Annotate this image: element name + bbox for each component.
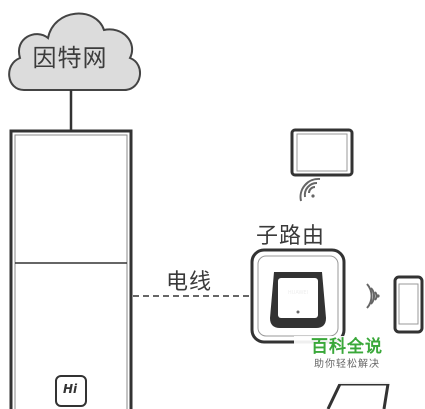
laptop-device bbox=[326, 382, 390, 409]
power-line-label: 电线 bbox=[166, 270, 213, 295]
main-router-logo: Hi bbox=[63, 382, 78, 396]
internet-label: 因特网 bbox=[32, 44, 108, 72]
sub-router bbox=[250, 248, 346, 344]
hi-button-icon bbox=[55, 375, 87, 407]
watermark-title: 百科全说 bbox=[311, 337, 383, 357]
tablet-signal-icon bbox=[299, 177, 321, 202]
sub-router-brand: HUAWEI bbox=[287, 290, 309, 296]
watermark: 百科全说 助你轻松解决 bbox=[294, 336, 400, 384]
watermark-subtitle: 助你轻松解决 bbox=[314, 359, 380, 370]
phone-device bbox=[393, 275, 424, 334]
sub-router-label: 子路由 bbox=[256, 224, 326, 249]
main-router bbox=[9, 129, 133, 409]
sub-router-wifi-icon bbox=[296, 310, 300, 314]
phone-signal-icon bbox=[366, 283, 380, 309]
tablet-device bbox=[290, 128, 354, 177]
cloud-shape bbox=[8, 12, 141, 91]
